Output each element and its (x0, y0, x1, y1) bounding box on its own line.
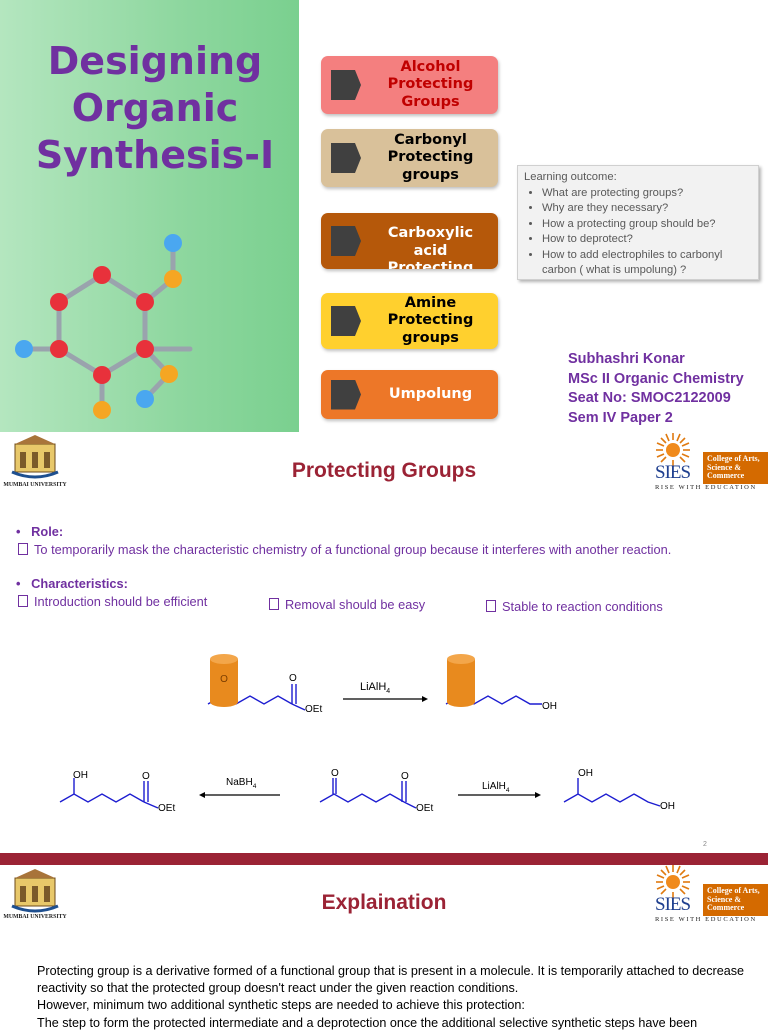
sun-emblem-icon (656, 433, 690, 467)
author-block: Subhashri Konar MSc II Organic Chemistry… (568, 350, 744, 428)
carbonyl-o-label: O (220, 674, 228, 685)
learning-outcome-heading: Learning outcome (524, 171, 614, 183)
sies-tagline: RISE WITH EDUCATION (655, 484, 757, 491)
chevron-arrow-icon (331, 306, 361, 336)
author-course: MSc II Organic Chemistry (568, 370, 744, 387)
title-slide: Designing Organic Synthesis-I (0, 0, 768, 432)
svg-text:O: O (289, 673, 297, 684)
topic-label: Umpolung (388, 385, 473, 402)
characteristic-1: Introduction should be efficient (18, 594, 207, 609)
list-item: How a protecting group should be? (542, 217, 756, 232)
author-name: Subhashri Konar (568, 351, 685, 367)
university-crest-icon (11, 869, 59, 913)
title-panel (0, 0, 299, 432)
chevron-arrow-icon (331, 70, 361, 100)
explaination-title: Explaination (321, 891, 447, 914)
svg-text:OEt: OEt (416, 803, 433, 814)
role-text-row: To temporarily mask the characteristic c… (18, 542, 671, 557)
sies-wordmark: SIES (655, 894, 691, 915)
reaction-scheme: O O OEt LiAlH4 OH OH O OEt O O OEt OH OH (59, 654, 675, 814)
characteristics-heading-row: • Characteristics: (16, 576, 128, 591)
svg-text:O: O (142, 771, 150, 782)
sies-college-name: College of Arts, Science & Commerce (703, 452, 768, 484)
mumbai-university-logo: MUMBAI UNIVERSITY (0, 434, 70, 492)
page-number: 2 (703, 841, 707, 848)
checkbox-square-icon (486, 600, 496, 612)
protecting-groups-title: Protecting Groups (291, 459, 477, 482)
chevron-arrow-icon (331, 143, 361, 173)
topic-label: Amine Protecting groups (387, 294, 474, 346)
learning-outcome-box: Learning outcome: What are protecting gr… (517, 165, 759, 280)
slide-title: Designing Organic Synthesis-I (35, 39, 275, 177)
checkbox-square-icon (18, 595, 28, 607)
svg-text:O: O (331, 768, 339, 779)
sies-logo: SIES College of Arts, Science & Commerce… (655, 864, 768, 924)
svg-text:O: O (401, 771, 409, 782)
oet-label: OEt (305, 704, 322, 715)
reagent-right: LiAlH4 (482, 781, 510, 794)
topic-label: Carboxylic acid Protecting groups (387, 225, 474, 269)
explanation-line: The step to form the protected intermedi… (37, 1015, 698, 1030)
role-text: To temporarily mask the characteristic c… (34, 542, 672, 557)
explanation-body: Protecting group is a derivative formed … (37, 963, 757, 1032)
topic-alcohol[interactable]: Alcohol Protecting Groups (321, 56, 498, 114)
protecting-group-cylinder-icon (210, 654, 238, 707)
list-item: What are protecting groups? (542, 186, 756, 201)
characteristics-heading: Characteristics: (31, 576, 128, 591)
author-sem: Sem IV Paper 2 (568, 409, 673, 426)
svg-text:OH: OH (542, 701, 557, 712)
learning-outcome-list: What are protecting groups? Why are they… (518, 186, 756, 278)
svg-text:OEt: OEt (158, 803, 175, 814)
mu-caption: MUMBAI UNIVERSITY (3, 482, 67, 488)
sies-tagline: RISE WITH EDUCATION (655, 916, 757, 923)
list-item: How to add electrophiles to carbonyl car… (542, 248, 756, 279)
svg-text:OH: OH (73, 770, 88, 781)
topic-amine[interactable]: Amine Protecting groups (321, 293, 498, 349)
sies-logo: SIES College of Arts, Science & Commerce… (655, 432, 768, 492)
mumbai-university-logo: MUMBAI UNIVERSITY (0, 868, 70, 926)
university-crest-icon (11, 435, 59, 479)
sies-wordmark: SIES (655, 462, 691, 483)
reagent-top: LiAlH4 (360, 681, 390, 695)
topic-label: Alcohol Protecting Groups (387, 58, 474, 110)
checkbox-square-icon (18, 543, 28, 555)
chevron-arrow-icon (331, 379, 361, 410)
list-item: Why are they necessary? (542, 201, 756, 216)
reagent-left: NaBH4 (226, 777, 257, 790)
molecule-illustration (15, 234, 193, 419)
topic-umpolung[interactable]: Umpolung (321, 370, 498, 419)
role-heading: Role: (31, 524, 64, 539)
mu-caption: MUMBAI UNIVERSITY (3, 914, 67, 920)
checkbox-square-icon (269, 598, 279, 610)
topic-carboxylic[interactable]: Carboxylic acid Protecting groups (321, 213, 498, 269)
explanation-line: Protecting group is a derivative formed … (37, 964, 745, 996)
svg-text:OH: OH (578, 768, 593, 779)
explanation-line: However, minimum two additional syntheti… (37, 998, 525, 1013)
characteristic-3: Stable to reaction conditions (486, 599, 663, 614)
list-item: How to deprotect? (542, 232, 756, 247)
characteristic-2: Removal should be easy (269, 597, 425, 612)
role-heading-row: • Role: (16, 524, 64, 539)
chevron-arrow-icon (331, 226, 361, 256)
sun-emblem-icon (656, 865, 690, 899)
topic-carbonyl[interactable]: Carbonyl Protecting groups (321, 129, 498, 187)
slide-divider (0, 853, 768, 865)
topic-label: Carbonyl Protecting groups (387, 131, 474, 183)
author-seat: Seat No: SMOC2122009 (568, 390, 731, 406)
protecting-group-cylinder-icon (447, 654, 475, 707)
svg-text:OH: OH (660, 801, 675, 812)
sies-college-name: College of Arts, Science & Commerce (703, 884, 768, 916)
